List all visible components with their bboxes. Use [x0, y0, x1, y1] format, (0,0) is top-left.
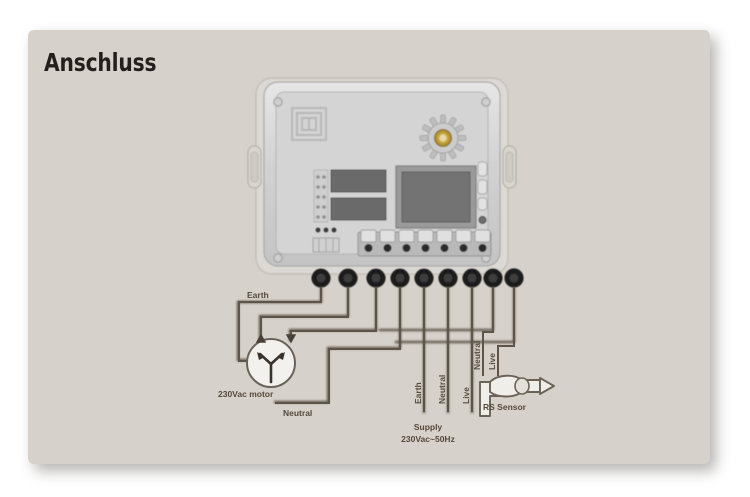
content-panel: Anschluss	[28, 30, 710, 464]
label-supply-title: Supply	[414, 422, 443, 432]
cable-terminals	[311, 268, 524, 288]
label-supply-live: Live	[461, 387, 471, 404]
device-unit	[247, 77, 524, 288]
screw-terminal-strip	[357, 229, 492, 257]
label-motor-line1: 230Vac motor	[218, 389, 274, 399]
mounting-slot-left	[247, 145, 262, 189]
label-motor-neutral: Neutral	[283, 408, 312, 418]
panel-inner: Anschluss	[28, 30, 710, 464]
label-rs-sensor: RS Sensor	[483, 402, 527, 412]
motor-symbol	[246, 338, 296, 388]
dip-switch-area	[312, 169, 340, 253]
side-buttons	[477, 161, 488, 225]
diagram-labels: Earth 230Vac motor Neutral Earth Neutral…	[218, 290, 527, 444]
lcd-display	[395, 165, 477, 229]
label-sensor-live: Live	[487, 353, 497, 370]
wiring-overlay	[238, 287, 515, 412]
rs-sensor-symbol	[479, 374, 555, 417]
sun-dial	[419, 114, 467, 162]
wiring-diagram: Earth 230Vac motor Neutral Earth Neutral…	[28, 30, 710, 464]
label-supply-neutral: Neutral	[437, 375, 447, 404]
label-supply-spec: 230Vac~50Hz	[401, 434, 455, 444]
motor-direction-arrows	[255, 333, 297, 344]
label-earth: Earth	[247, 290, 269, 300]
label-supply-earth: Earth	[413, 382, 423, 404]
spiral-logo	[290, 106, 328, 142]
label-sensor-neutral: Neutral	[472, 341, 482, 370]
page-title: Anschluss	[44, 48, 157, 77]
mounting-slot-right	[502, 145, 517, 189]
